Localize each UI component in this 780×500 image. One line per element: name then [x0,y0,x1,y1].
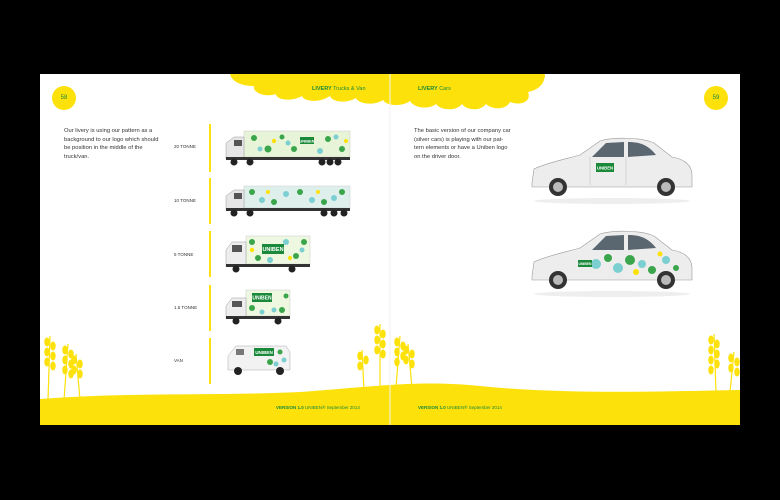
truck-5-tonne-image: UNIBEN [225,235,311,273]
top-cloud-shape [230,74,545,110]
footer-right-version: VERSION 1.0 [418,405,446,410]
label-20-tonne: 20 TONNE [174,144,196,149]
left-intro-line: truck/van. [64,153,90,160]
left-intro-line: Our livery is using our pattern as a [64,128,153,134]
header-right-text: Cars [439,86,451,92]
header-left-bold: LIVERY [312,86,332,92]
background-shapes [40,74,740,425]
left-intro-line: be position in the middle of the [64,145,143,152]
right-intro-line: The basic version of our company car [414,128,511,134]
label-van: VAN [174,358,183,363]
van-image: UNIBEN [227,345,291,375]
divider-bar [209,338,211,384]
wheat-right [708,333,740,393]
footer-right-text: UNIBEN® September 2014 [447,405,502,410]
wheat-left [44,335,83,401]
footer-right: VERSION 1.0 UNIBEN® September 2014 [418,405,502,410]
footer-left-text: UNIBEN® September 2014 [305,405,360,410]
left-intro-text: Our livery is using our pattern as a bac… [64,127,158,161]
divider-bar [209,285,211,331]
header-left: LIVERY Trucks & Van [312,86,366,92]
truck-logo-text: UNIBEN [299,138,314,143]
truck-logo-text: UNIBEN [255,350,273,355]
divider-bar [209,178,211,224]
car-logo-text: UNIBEN [579,262,593,266]
wheat-middle [357,324,415,391]
header-left-text: Trucks & Van [333,86,366,92]
brochure-spread: 58 59 LIVERY Trucks & Van LIVERY Cars Ou… [40,74,740,425]
divider-bar [209,231,211,277]
truck-logo-text: UNIBEN [262,247,283,253]
divider-bar [209,124,211,172]
right-intro-line: tern elements or have a Uniben logo [414,145,508,152]
page-number-left: 58 [52,86,76,110]
right-intro-line: (silver cars) is playing with our pat- [414,136,504,143]
page-number-right: 59 [704,86,728,110]
header-right-bold: LIVERY [418,86,438,92]
truck-logo-text: UNIBEN [252,296,272,302]
label-5-tonne: 5 TONNE [174,252,194,257]
car-logo-door-image: UNIBEN [531,137,693,204]
car-pattern-image: UNIBEN [531,230,693,297]
footer-left: VERSION 1.0 UNIBEN® September 2014 [276,405,360,410]
right-intro-text: The basic version of our company car (si… [414,127,511,161]
label-10-tonne: 10 TONNE [174,198,196,203]
label-1-5-tonne: 1.5 TONNE [174,305,198,310]
car-logo-text: UNIBEN [597,165,613,170]
right-intro-line: on the driver door. [414,153,461,160]
truck-20-tonne-image: UNIBEN [225,130,351,166]
truck-1-5-tonne-image: UNIBEN [225,289,291,325]
left-intro-line: background to our logo which should [64,136,159,143]
header-right: LIVERY Cars [418,86,451,92]
footer-left-version: VERSION 1.0 [276,405,304,410]
truck-10-tonne-image [225,185,351,217]
